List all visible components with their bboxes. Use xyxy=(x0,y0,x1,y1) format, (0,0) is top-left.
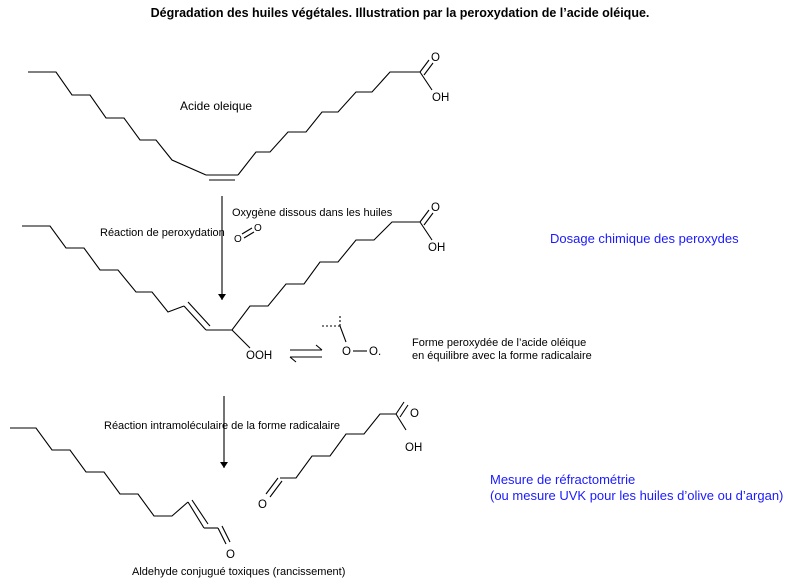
radical-c-o xyxy=(339,325,347,343)
peroxidation-label: Réaction de peroxydation xyxy=(100,227,225,239)
peroxide-co-double-1 xyxy=(419,209,430,223)
chemical-assay-label: Dosage chimique des peroxydes xyxy=(550,231,739,246)
equilibrium-forward-barb xyxy=(315,344,323,351)
peroxide-hydroxyl: OH xyxy=(428,242,445,254)
aldehyde-label: Aldehyde conjugué toxiques (rancissement… xyxy=(132,566,345,578)
refractometry-label: Mesure de réfractométrie xyxy=(490,472,635,487)
aldehyde-double-bond-inner xyxy=(191,499,209,525)
oleic-acid-carbonyl-o: O xyxy=(431,52,440,64)
diacid-acid-hydroxyl: OH xyxy=(405,442,422,454)
peroxide-c-ooh xyxy=(231,329,251,349)
peroxide-double-bond-inner xyxy=(187,301,211,327)
peroxide-c-oh xyxy=(419,221,433,241)
aldehyde-chain xyxy=(10,427,189,517)
oleic-acid-label: Acide oleique xyxy=(180,99,252,113)
oxygen-double-bond-2 xyxy=(243,231,255,239)
aldehyde-oxygen: O xyxy=(226,549,235,561)
diacid-ald-co-double-2 xyxy=(269,480,283,498)
aldehyde-co-double-1 xyxy=(217,527,227,545)
aldehyde-double-bond xyxy=(187,501,205,529)
diagram-title: Dégradation des huiles végétales. Illust… xyxy=(151,6,650,20)
oxygen-atom-left: O xyxy=(234,234,242,245)
aldehyde-acid-structure: O O OH xyxy=(258,401,422,511)
diacid-acid-oxygen: O xyxy=(410,408,419,420)
radical-oxygen-2: O. xyxy=(369,346,381,358)
peroxide-right-chain xyxy=(206,221,420,331)
peroxide-structure: OOH O OH xyxy=(22,202,445,362)
oxygen-label: Oxygène dissous dans les huiles xyxy=(232,207,393,219)
oxygen-atom-right: O xyxy=(254,223,262,234)
oleic-acid-structure: O OH Acide oleique xyxy=(28,52,449,181)
peroxide-double-bond xyxy=(183,305,207,331)
peroxide-hydroperoxide: OOH xyxy=(246,350,272,362)
peroxide-co-double-2 xyxy=(423,212,434,226)
oleic-acid-co-double-1 xyxy=(419,59,430,73)
intramolecular-label: Réaction intramoléculaire de la forme ra… xyxy=(104,420,340,432)
refractometry-note: (ou mesure UVK pour les huiles d’olive o… xyxy=(490,488,783,503)
diacid-co-double-2 xyxy=(399,404,409,418)
equilibrium-arrows xyxy=(289,344,323,363)
peroxide-form-line1: Forme peroxydée de l’acide oléique xyxy=(412,337,586,349)
oleic-acid-hydroxyl: OH xyxy=(432,92,449,104)
peroxide-carbonyl-o: O xyxy=(431,202,440,214)
diacid-ald-co-double-1 xyxy=(265,477,279,495)
diacid-aldehyde-oxygen: O xyxy=(258,499,267,511)
radical-oxygen-1: O xyxy=(342,346,351,358)
oxygen-double-bond-1 xyxy=(241,227,253,235)
diacid-chain xyxy=(280,413,396,479)
oleic-acid-left-chain xyxy=(28,71,207,176)
oleic-acid-c-oh xyxy=(419,71,433,91)
aldehyde-structure: O Aldehyde conjugué toxiques (rancisseme… xyxy=(10,427,345,578)
peroxide-form-line2: en équilibre avec la forme radicalaire xyxy=(412,350,592,362)
equilibrium-back-barb xyxy=(289,356,297,363)
diacid-c-oh xyxy=(395,413,407,431)
aldehyde-co-double-2 xyxy=(221,525,231,543)
diacid-co-double-1 xyxy=(395,401,405,415)
oxygen-molecule: O O xyxy=(234,223,262,245)
peroxide-left-chain xyxy=(22,225,185,313)
oleic-acid-co-double-2 xyxy=(423,62,434,76)
oleic-acid-right-chain xyxy=(237,71,420,176)
radical-structure: O O. xyxy=(322,314,381,358)
